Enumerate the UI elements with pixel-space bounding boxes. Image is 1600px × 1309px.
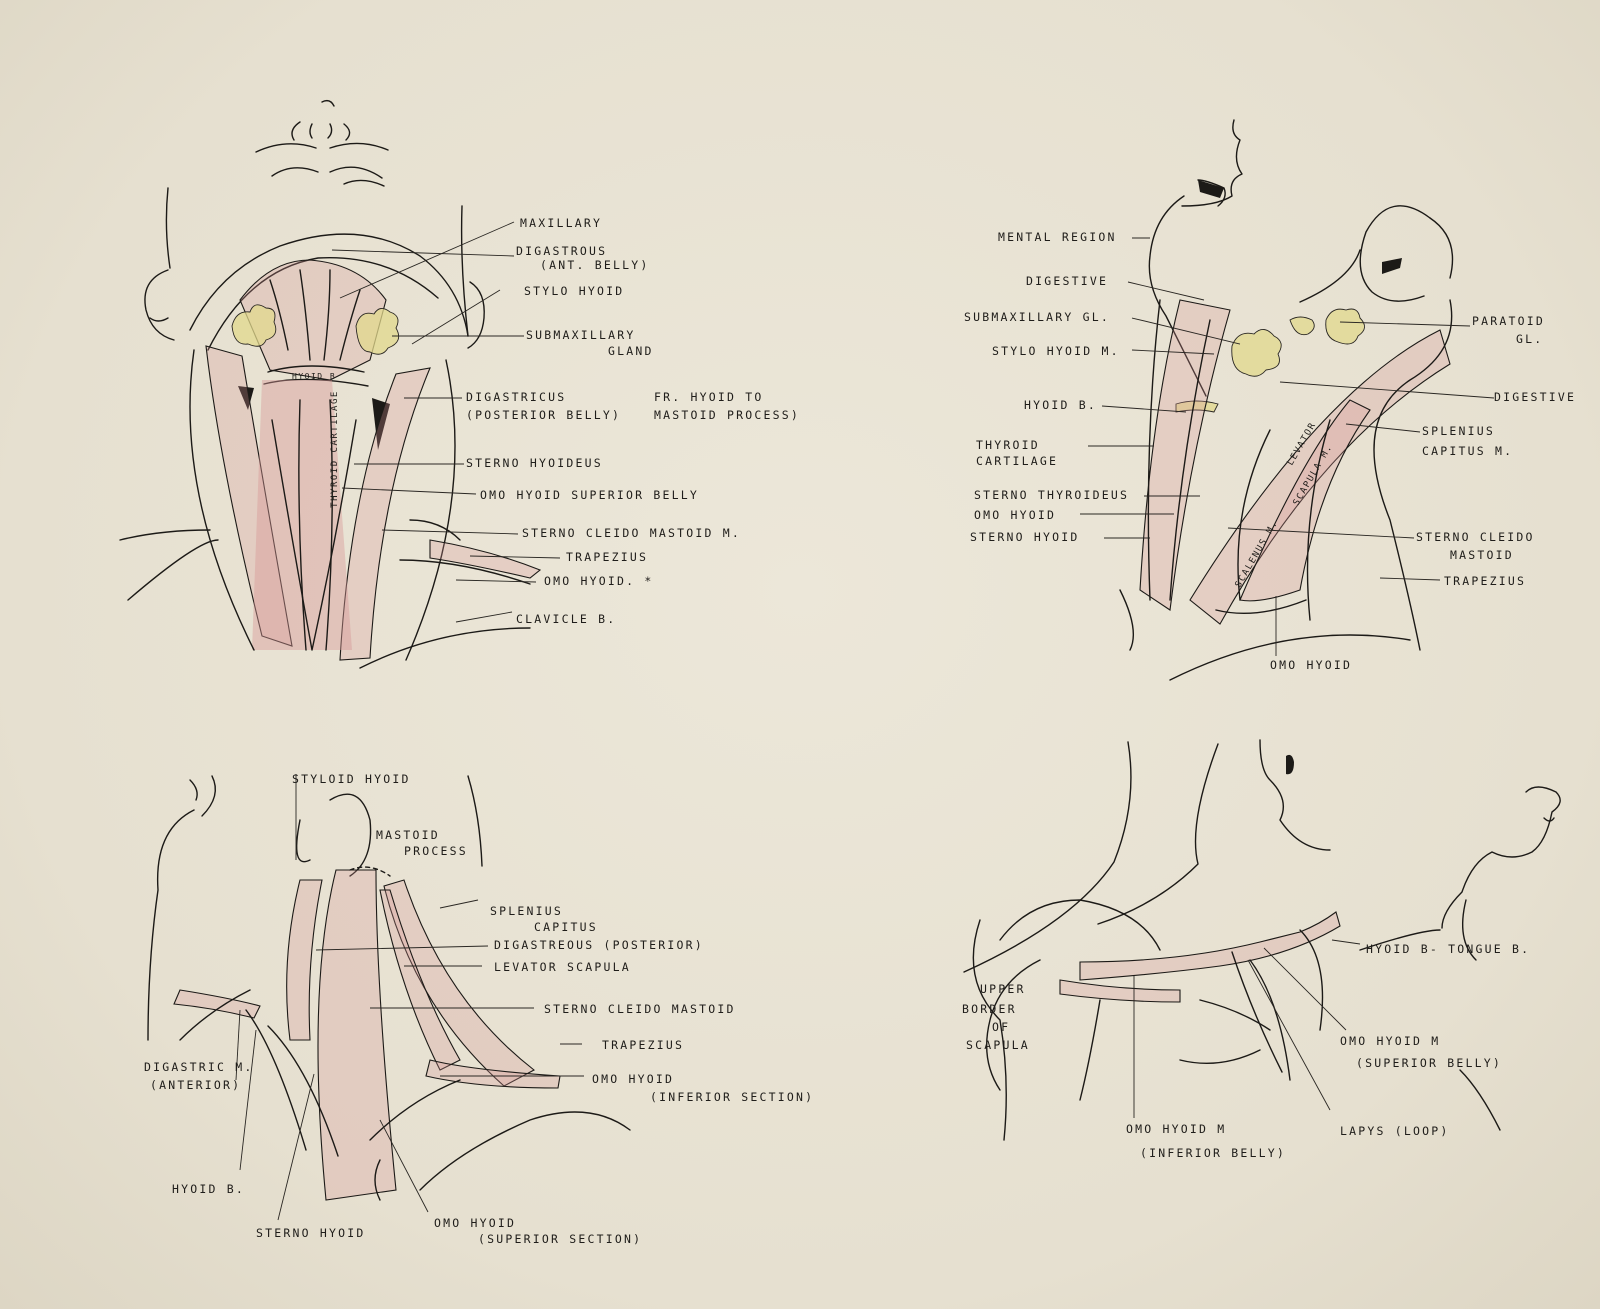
label-sterno-cleido-back: STERNO CLEIDO MASTOID [544, 1002, 736, 1016]
label-upper: UPPER [980, 982, 1026, 996]
front-neck-drawing [119, 99, 561, 669]
label-thyroid-cartilage: THYROID CARTILAGE [329, 390, 340, 508]
label-mastoid-side: MASTOID [1450, 548, 1514, 562]
label-styloid-hyoid: STYLOID HYOID [292, 772, 411, 786]
label-digestive: DIGESTIVE [1026, 274, 1109, 288]
label-mastoid: MASTOID [376, 828, 440, 842]
label-trapezius-back: TRAPEZIUS [602, 1038, 685, 1052]
label-hyoid-tongue: HYOID B- TONGUE B. [1366, 942, 1531, 956]
label-sterno-hyoid-back: STERNO HYOID [256, 1226, 366, 1240]
shoulder-drawing [963, 739, 1561, 1141]
label-submaxillary: SUBMAXILLARY [526, 328, 636, 342]
label-scapula: SCAPULA [966, 1038, 1030, 1052]
back-neck-drawing [147, 774, 631, 1221]
label-digastreous: DIGASTREOUS (POSTERIOR) [494, 938, 704, 952]
label-splenius-back: SPLENIUS [490, 904, 563, 918]
label-thyroid: THYROID [976, 438, 1040, 452]
label-omo-hyoid-inferior: OMO HYOID M [1126, 1122, 1227, 1136]
label-paratoid: PARATOID [1472, 314, 1545, 328]
label-trapezius-side: TRAPEZIUS [1444, 574, 1527, 588]
label-mental-region: MENTAL REGION [998, 230, 1117, 244]
label-of: OF [992, 1020, 1011, 1034]
label-sterno-cleido-side: STERNO CLEIDO [1416, 530, 1535, 544]
label-omo-hyoid: OMO HYOID. * [544, 574, 654, 588]
label-trapezius: TRAPEZIUS [566, 550, 649, 564]
label-splenius: SPLENIUS [1422, 424, 1495, 438]
label-stylo-hyoid-m: STYLO HYOID M. [992, 344, 1120, 358]
label-omo-hyoid-inferior-sub: (INFERIOR BELLY) [1140, 1146, 1286, 1160]
label-omo-hyoid-m: OMO HYOID M [1340, 1034, 1441, 1048]
label-lapys: LAPYS (LOOP) [1340, 1124, 1450, 1138]
label-digastrous-sub: (ANT. BELLY) [540, 258, 650, 272]
label-submaxillary-sub: GLAND [608, 344, 654, 358]
label-digastricus: DIGASTRICUS [466, 390, 567, 404]
label-omo-hyoid-back: OMO HYOID [592, 1072, 675, 1086]
label-stylo-hyoid: STYLO HYOID [524, 284, 625, 298]
label-levator-scapula: LEVATOR SCAPULA [494, 960, 631, 974]
label-omo-hyoid-bottom: OMO HYOID [1270, 658, 1353, 672]
label-mastoid-sub: PROCESS [404, 844, 468, 858]
label-omo-hyoid-side: OMO HYOID [974, 508, 1057, 522]
label-sterno-thyroideus: STERNO THYROIDEUS [974, 488, 1130, 502]
label-omo-hyoid-superior: OMO HYOID SUPERIOR BELLY [480, 488, 699, 502]
label-sterno-cleido-mastoid: STERNO CLEIDO MASTOID M. [522, 526, 741, 540]
label-thyroid-sub: CARTILAGE [976, 454, 1059, 468]
label-digastric-m-sub: (ANTERIOR) [150, 1078, 242, 1092]
label-omo-hyoid-m-sub: (SUPERIOR BELLY) [1356, 1056, 1502, 1070]
label-clavicle: CLAVICLE B. [516, 612, 617, 626]
label-capitus-back: CAPITUS [534, 920, 598, 934]
label-sterno-hyoid-side: STERNO HYOID [970, 530, 1080, 544]
label-fr-hyoid: FR. HYOID TO [654, 390, 764, 404]
label-hyoid-b-front: HYOID B [292, 372, 337, 381]
label-maxillary: MAXILLARY [520, 216, 603, 230]
label-digastricus-sub: (POSTERIOR BELLY) [466, 408, 622, 422]
label-omo-hyoid-superior-back: OMO HYOID [434, 1216, 517, 1230]
label-fr-hyoid-sub: MASTOID PROCESS) [654, 408, 800, 422]
label-hyoid-b-back: HYOID B. [172, 1182, 245, 1196]
label-digastrous: DIGASTROUS [516, 244, 608, 258]
label-paratoid-sub: GL. [1516, 332, 1544, 346]
label-submaxillary-gl: SUBMAXILLARY GL. [964, 310, 1110, 324]
label-omo-hyoid-back-sub: (INFERIOR SECTION) [650, 1090, 815, 1104]
label-sterno-hyoideus: STERNO HYOIDEUS [466, 456, 603, 470]
label-border: BORDER [962, 1002, 1017, 1016]
label-digestive-right: DIGESTIVE [1494, 390, 1577, 404]
label-omo-hyoid-superior-back-sub: (SUPERIOR SECTION) [478, 1232, 643, 1246]
label-splenius-sub: CAPITUS M. [1422, 444, 1514, 458]
side-neck-drawing [1080, 119, 1495, 681]
label-digastric-m: DIGASTRIC M. [144, 1060, 254, 1074]
label-hyoid-b: HYOID B. [1024, 398, 1097, 412]
